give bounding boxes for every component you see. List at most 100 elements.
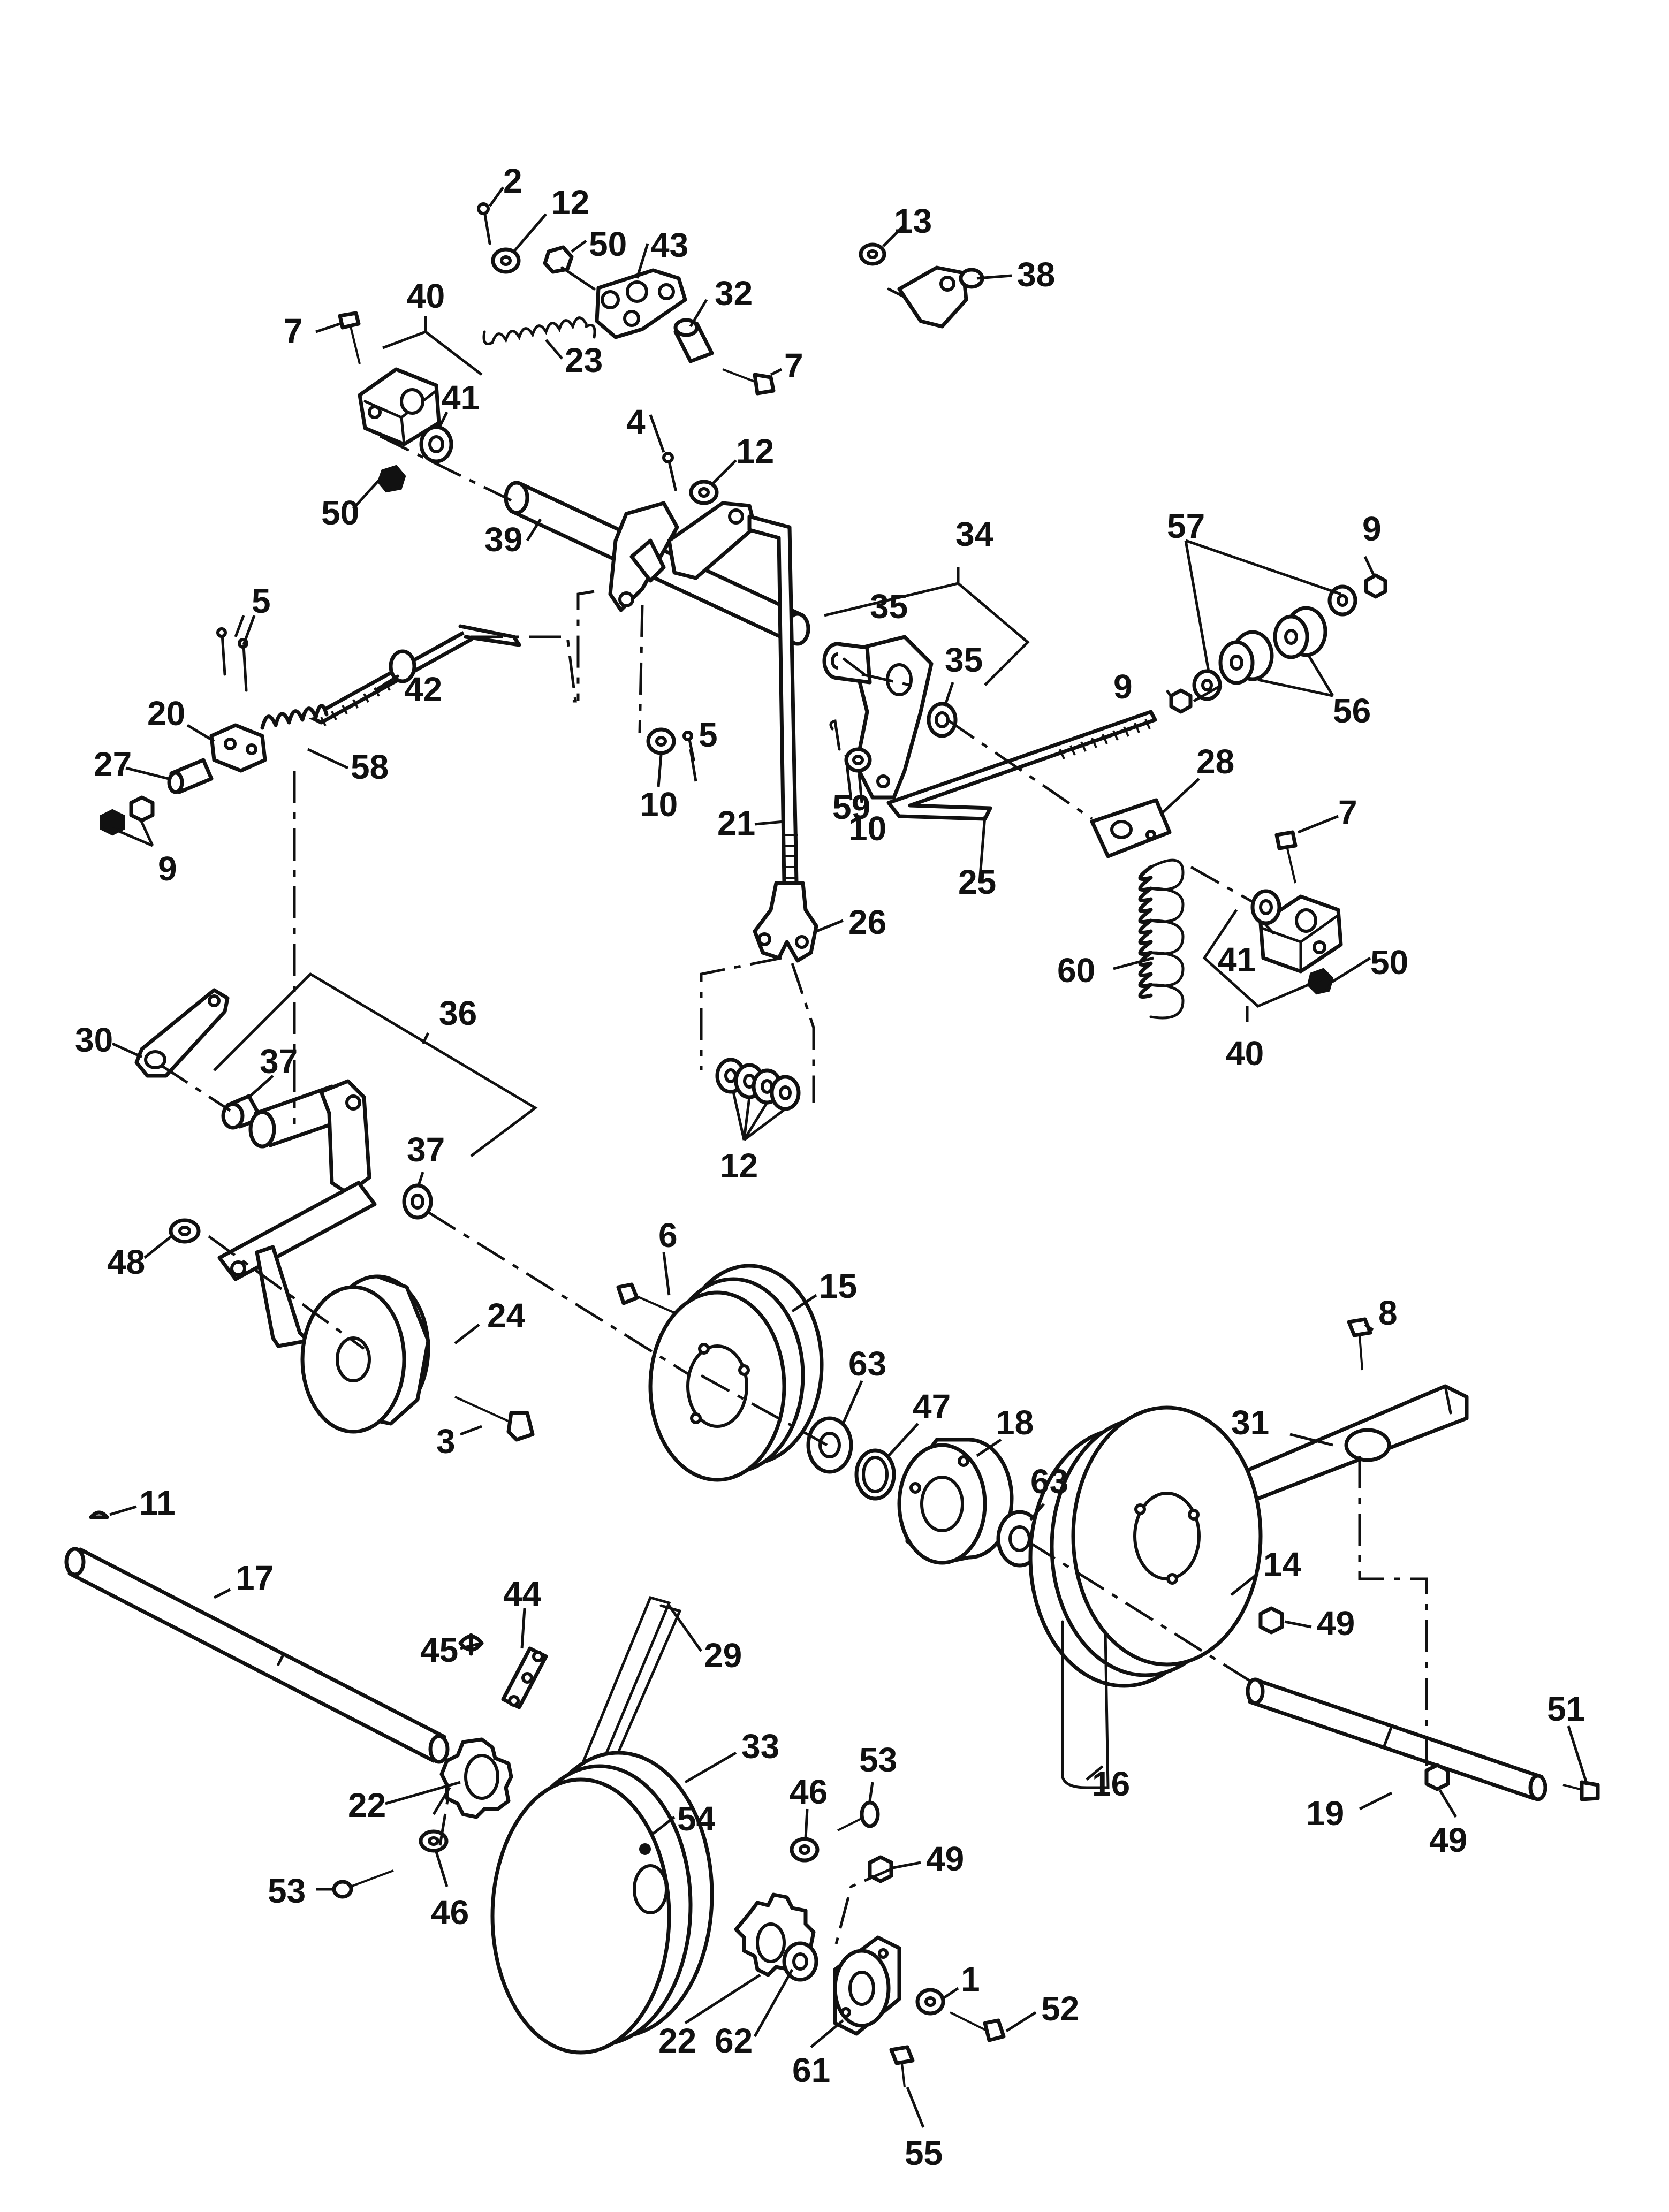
callout-21: 21 bbox=[717, 804, 755, 842]
callout-30: 30 bbox=[75, 1021, 113, 1059]
spring-58 bbox=[260, 704, 329, 730]
callout-26: 26 bbox=[848, 903, 886, 941]
flange-bearing-61 bbox=[833, 1935, 901, 2036]
callout-51: 51 bbox=[1547, 1690, 1585, 1728]
block-20 bbox=[209, 723, 267, 773]
spacer-32 bbox=[673, 318, 714, 363]
callout-17: 17 bbox=[236, 1559, 274, 1597]
callout-56: 56 bbox=[1333, 691, 1371, 730]
hub-18 bbox=[897, 1438, 1014, 1565]
bearing-41-left bbox=[419, 425, 453, 463]
pulley-14 bbox=[1028, 1405, 1263, 1688]
callout-33: 33 bbox=[741, 1727, 779, 1766]
nut-50-top bbox=[543, 245, 596, 291]
belt-16 bbox=[1061, 1620, 1110, 1789]
shaft-19 bbox=[1246, 1677, 1547, 1801]
callout-57: 57 bbox=[1167, 507, 1205, 545]
callout-19: 19 bbox=[1306, 1794, 1344, 1833]
callout-13: 13 bbox=[894, 202, 932, 240]
callout-37-right: 37 bbox=[407, 1130, 445, 1169]
bearing-63-left bbox=[806, 1416, 853, 1474]
cotter-pin-2 bbox=[477, 202, 491, 245]
spacer-56-a bbox=[1218, 630, 1274, 685]
callout-15: 15 bbox=[819, 1267, 857, 1305]
callout-35-right: 35 bbox=[945, 641, 983, 679]
callout-63-right: 63 bbox=[1030, 1462, 1068, 1501]
callout-55: 55 bbox=[905, 2134, 943, 2172]
callout-24: 24 bbox=[487, 1296, 526, 1335]
pin-27 bbox=[167, 758, 214, 794]
callout-5-center: 5 bbox=[699, 716, 718, 754]
group-bracket-40-right bbox=[1202, 909, 1328, 1022]
callout-7-top: 7 bbox=[784, 346, 803, 385]
bolt-7-top bbox=[722, 368, 776, 396]
callout-1: 1 bbox=[961, 1960, 980, 1998]
washer-12-mid bbox=[689, 480, 719, 505]
callout-3: 3 bbox=[436, 1422, 456, 1461]
callout-40-right: 40 bbox=[1226, 1034, 1264, 1073]
centerlines bbox=[160, 435, 1428, 1949]
callout-49-lower-right: 49 bbox=[1429, 1821, 1467, 1859]
chain-44 bbox=[501, 1646, 548, 1709]
rod-21 bbox=[747, 514, 799, 885]
callout-50-top: 50 bbox=[589, 225, 627, 263]
washer-10-right bbox=[844, 747, 872, 773]
idler-pulley-24 bbox=[300, 1274, 430, 1434]
callout-16: 16 bbox=[1092, 1765, 1130, 1803]
bolt-53-right bbox=[837, 1800, 880, 1831]
callout-8: 8 bbox=[1378, 1294, 1398, 1332]
callout-50-left: 50 bbox=[321, 493, 359, 532]
bolt-8 bbox=[1347, 1317, 1372, 1371]
group-bracket-34 bbox=[824, 567, 1030, 686]
bearing-41-right bbox=[1250, 889, 1281, 925]
bolt-3 bbox=[454, 1396, 535, 1442]
callout-46-right: 46 bbox=[790, 1773, 828, 1811]
callout-27: 27 bbox=[94, 745, 132, 784]
plate-30 bbox=[134, 988, 230, 1078]
spring-23 bbox=[482, 316, 596, 345]
callout-45: 45 bbox=[420, 1631, 458, 1669]
callout-39: 39 bbox=[484, 520, 522, 559]
nut-13 bbox=[859, 242, 886, 266]
callout-9-left: 9 bbox=[158, 849, 177, 888]
callout-63-left: 63 bbox=[848, 1344, 886, 1383]
callout-52: 52 bbox=[1041, 1989, 1079, 2028]
washers-12-stack bbox=[715, 1058, 801, 1111]
key-11 bbox=[89, 1510, 109, 1519]
shaft-17 bbox=[64, 1547, 450, 1764]
plate-28 bbox=[1090, 798, 1172, 858]
bearing-block-40-right bbox=[1258, 894, 1343, 974]
callout-7-right: 7 bbox=[1338, 793, 1357, 832]
cotter-pin-4 bbox=[662, 452, 677, 491]
callout-58: 58 bbox=[351, 748, 389, 786]
callout-41-right: 41 bbox=[1218, 940, 1256, 979]
callout-25: 25 bbox=[958, 863, 996, 901]
spring-60 bbox=[1138, 858, 1185, 1020]
callout-10-right: 10 bbox=[848, 809, 886, 848]
callout-23: 23 bbox=[565, 341, 603, 379]
shaft-39 bbox=[504, 481, 810, 646]
callout-28: 28 bbox=[1196, 742, 1234, 781]
bolt-55 bbox=[889, 2045, 915, 2088]
group-bracket-36 bbox=[213, 972, 538, 1157]
callout-59: 59 bbox=[832, 788, 870, 826]
callout-44: 44 bbox=[503, 1575, 542, 1613]
callout-22-right: 22 bbox=[658, 2021, 696, 2060]
callout-4: 4 bbox=[626, 402, 646, 441]
callout-29: 29 bbox=[704, 1636, 742, 1675]
arm-assembly-36 bbox=[217, 1079, 377, 1348]
bracket-38 bbox=[887, 265, 984, 329]
callout-12-stack: 12 bbox=[720, 1146, 758, 1185]
callout-12-top: 12 bbox=[551, 183, 589, 222]
callout-12-mid: 12 bbox=[736, 432, 774, 470]
snap-ring-47 bbox=[854, 1448, 896, 1501]
callout-36: 36 bbox=[439, 994, 477, 1032]
bolt-7-left bbox=[338, 311, 361, 364]
callout-2: 2 bbox=[503, 162, 522, 200]
callout-50-right: 50 bbox=[1370, 943, 1408, 982]
spacer-56-b bbox=[1273, 606, 1327, 659]
bracket-43 bbox=[595, 268, 687, 339]
callout-11: 11 bbox=[139, 1484, 176, 1522]
nut-9-mid-right bbox=[1169, 688, 1193, 714]
group-bracket-40-left bbox=[382, 316, 483, 376]
